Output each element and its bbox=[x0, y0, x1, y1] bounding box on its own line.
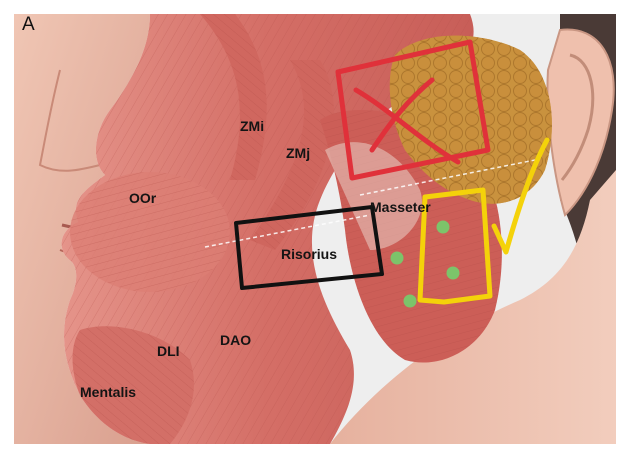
reference-line-upper bbox=[359, 159, 536, 196]
red-box-annotation bbox=[335, 39, 491, 181]
label-masseter: Masseter bbox=[370, 199, 431, 215]
label-zmi: ZMi bbox=[240, 118, 265, 134]
label-oor: OOr bbox=[129, 190, 157, 206]
label-dli: DLI bbox=[157, 343, 180, 359]
yellow-box-annotation bbox=[417, 187, 493, 305]
neck bbox=[330, 170, 616, 444]
injection-point bbox=[436, 220, 450, 234]
label-zmj: ZMj bbox=[286, 145, 311, 161]
label-dao: DAO bbox=[220, 332, 252, 348]
yellow-check-mark bbox=[491, 137, 550, 255]
panel-letter: A bbox=[22, 14, 35, 35]
injection-point bbox=[390, 251, 404, 265]
label-risorius: Risorius bbox=[281, 246, 338, 262]
injection-point bbox=[446, 266, 460, 280]
black-box-annotation bbox=[234, 205, 384, 290]
reference-line-lower bbox=[204, 214, 371, 248]
red-x-mark bbox=[353, 77, 461, 165]
label-mentalis: Mentalis bbox=[80, 384, 137, 400]
injection-point bbox=[403, 294, 417, 308]
